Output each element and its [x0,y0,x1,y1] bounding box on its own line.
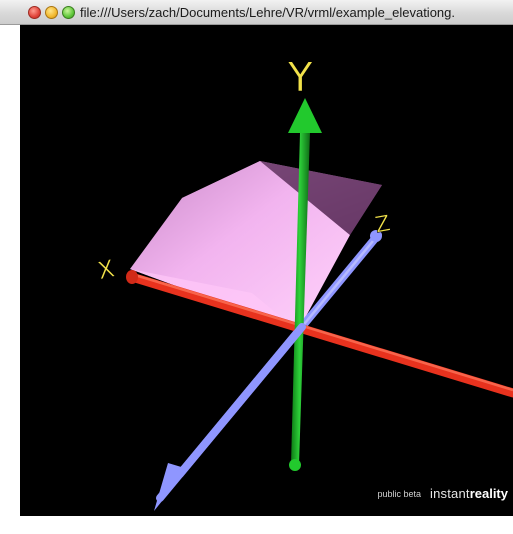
y-axis-label: Y [287,55,313,101]
y-axis-rod [291,133,310,464]
scene-canvas[interactable]: Y X Z [20,25,513,516]
y-axis-arrowhead [288,98,322,133]
brand-name-bold: reality [469,486,508,501]
x-axis-label: X [95,254,117,285]
x-axis [126,270,513,398]
public-beta-tag: public beta [377,489,421,499]
window-title: file:///Users/zach/Documents/Lehre/VR/vr… [80,5,455,20]
z-axis-end-cap [370,230,382,242]
close-window-button[interactable] [28,6,41,19]
3d-viewport[interactable]: Y X Z public beta instantreality [20,25,513,516]
zoom-window-button[interactable] [62,6,75,19]
brand-name-light: instant [429,486,470,501]
elevation-surface [130,161,382,331]
instantreality-branding: public beta instantreality [377,485,508,503]
z-axis-label: Z [373,211,392,238]
x-axis-end-cap [126,270,138,284]
surface-right-facet [260,161,382,235]
title-bar[interactable]: file:///Users/zach/Documents/Lehre/VR/vr… [0,0,513,25]
y-axis-end-cap [289,459,301,471]
minimize-window-button[interactable] [45,6,58,19]
y-axis [288,98,322,471]
z-axis-front-segment [176,323,306,478]
